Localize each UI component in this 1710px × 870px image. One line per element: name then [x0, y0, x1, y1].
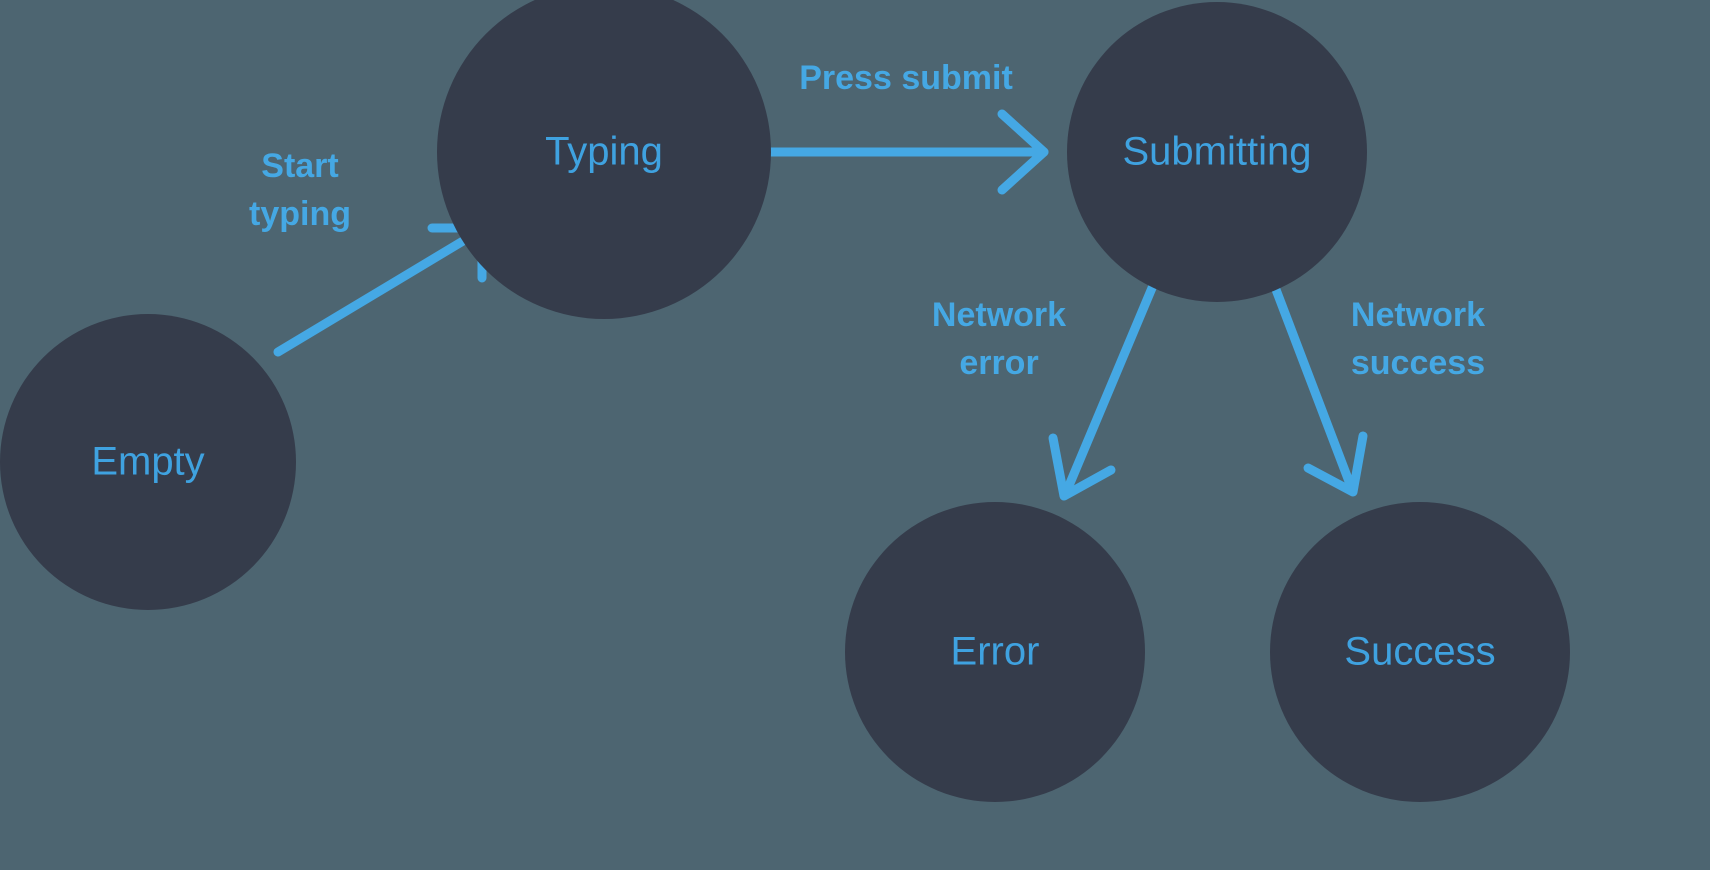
state-node-label: Error	[951, 630, 1040, 674]
state-node-circle[interactable]	[1067, 2, 1367, 302]
state-node-typing[interactable]: Typing	[437, 0, 771, 319]
edge-arrowhead-icon	[997, 109, 1049, 195]
state-node-label: Typing	[545, 130, 663, 174]
edge-label-network-error: Network error	[932, 296, 1066, 382]
state-node-circle[interactable]	[845, 502, 1145, 802]
edge-arrowhead-icon	[1048, 433, 1116, 501]
edge-label-start-typing: Start typing	[249, 147, 351, 233]
state-node-circle[interactable]	[0, 314, 296, 610]
state-node-success[interactable]: Success	[1270, 502, 1570, 802]
edge-label-line: Start	[261, 147, 338, 185]
edge-label-line: success	[1351, 344, 1485, 382]
edge-label-group: Start typing Press submit Network error Ne…	[249, 59, 1485, 382]
edge-arrowhead-icon	[1303, 431, 1368, 497]
edge-label-line: typing	[249, 195, 351, 233]
state-node-label: Submitting	[1123, 130, 1312, 174]
edge-typing-to-submitting	[759, 109, 1049, 195]
edge-label-press-submit: Press submit	[799, 59, 1013, 97]
edge-line	[1063, 283, 1157, 493]
state-node-empty[interactable]: Empty	[0, 314, 296, 610]
state-node-submitting[interactable]: Submitting	[1067, 2, 1367, 302]
edge-line	[273, 227, 483, 357]
edge-label-line: Network	[1351, 296, 1485, 334]
edge-label-network-success: Network success	[1351, 296, 1485, 382]
state-node-label: Empty	[91, 440, 204, 484]
edge-group	[273, 109, 1368, 501]
edge-line	[1270, 282, 1355, 489]
edge-label-line: Press submit	[799, 59, 1013, 97]
edge-label-line: error	[959, 344, 1038, 382]
edge-submitting-to-success	[1270, 282, 1368, 497]
state-node-circle[interactable]	[1270, 502, 1570, 802]
state-node-circle[interactable]	[437, 0, 771, 319]
edge-empty-to-typing	[273, 223, 487, 357]
state-node-error[interactable]: Error	[845, 502, 1145, 802]
state-node-label: Success	[1344, 630, 1495, 674]
edge-submitting-to-error	[1048, 283, 1157, 501]
node-group: Empty Typing Submitting Error Success	[0, 0, 1570, 802]
edge-label-line: Network	[932, 296, 1066, 334]
